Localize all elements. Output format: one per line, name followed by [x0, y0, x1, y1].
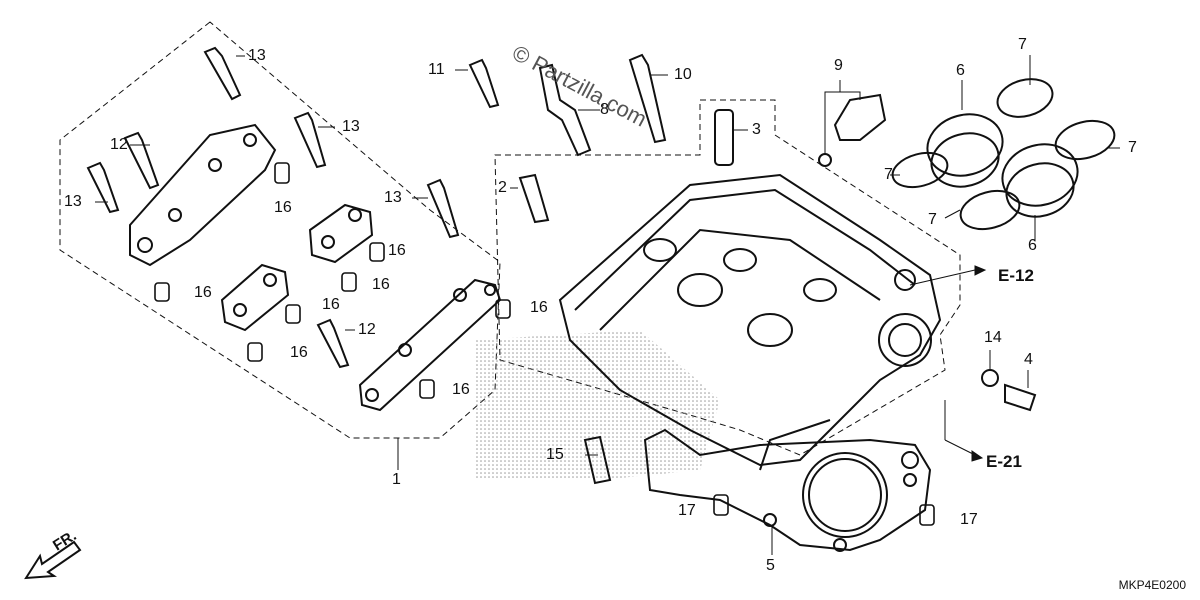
callout-17[interactable]: 17	[678, 502, 696, 519]
callout-6[interactable]: 6	[956, 62, 965, 79]
callout-9[interactable]: 9	[834, 57, 843, 74]
callout-16[interactable]: 16	[388, 242, 406, 259]
front-arrow-icon	[24, 540, 82, 580]
callout-8[interactable]: 8	[600, 101, 609, 118]
callout-16[interactable]: 16	[290, 344, 308, 361]
callout-13[interactable]: 13	[64, 193, 82, 210]
callout-16[interactable]: 16	[372, 276, 390, 293]
callout-1[interactable]: 1	[392, 471, 401, 488]
callout-15[interactable]: 15	[546, 446, 564, 463]
callout-14[interactable]: 14	[984, 329, 1002, 346]
head-gasket	[643, 428, 932, 552]
callout-13[interactable]: 13	[248, 47, 266, 64]
callout-16[interactable]: 16	[530, 299, 548, 316]
callout-16[interactable]: 16	[452, 381, 470, 398]
callout-2[interactable]: 2	[498, 179, 507, 196]
diagram-code: MKP4E0200	[1118, 578, 1186, 592]
reference-e21-label[interactable]: E-21	[986, 452, 1022, 471]
callout-3[interactable]: 3	[752, 121, 761, 138]
callout-12[interactable]: 12	[110, 136, 128, 153]
callout-16[interactable]: 16	[274, 199, 292, 216]
cylinder-head	[558, 173, 942, 471]
camshaft-holder-c	[220, 263, 290, 332]
head-group-outline	[494, 99, 961, 456]
bolts	[86, 46, 667, 369]
small-parts	[518, 63, 1037, 485]
callout-13[interactable]: 13	[384, 189, 402, 206]
callout-16[interactable]: 16	[194, 284, 212, 301]
callout-13[interactable]: 13	[342, 118, 360, 135]
callout-5[interactable]: 5	[766, 557, 775, 574]
callout-10[interactable]: 10	[674, 66, 692, 83]
camshaft-holder-b	[308, 203, 374, 264]
holder-group-outline	[59, 21, 501, 439]
dowel-pins	[154, 162, 935, 526]
reference-e21-link[interactable]: E-21	[986, 452, 1022, 472]
callout-7[interactable]: 7	[1128, 139, 1137, 156]
callout-11[interactable]: 11	[428, 61, 445, 78]
callout-12[interactable]: 12	[358, 321, 376, 338]
camshaft-holder-a	[129, 123, 277, 267]
callout-6[interactable]: 6	[1028, 237, 1037, 254]
callout-7[interactable]: 7	[928, 211, 937, 228]
callout-4[interactable]: 4	[1024, 351, 1033, 368]
reference-e12-link[interactable]: E-12	[998, 266, 1034, 286]
callout-17[interactable]: 17	[960, 511, 978, 528]
callout-7[interactable]: 7	[884, 166, 893, 183]
shadow-area	[475, 330, 720, 480]
callout-16[interactable]: 16	[322, 296, 340, 313]
intake-insulators	[891, 78, 1116, 231]
leader-lines	[95, 55, 1120, 555]
reference-e12-label[interactable]: E-12	[998, 266, 1034, 285]
callout-7[interactable]: 7	[1018, 36, 1027, 53]
